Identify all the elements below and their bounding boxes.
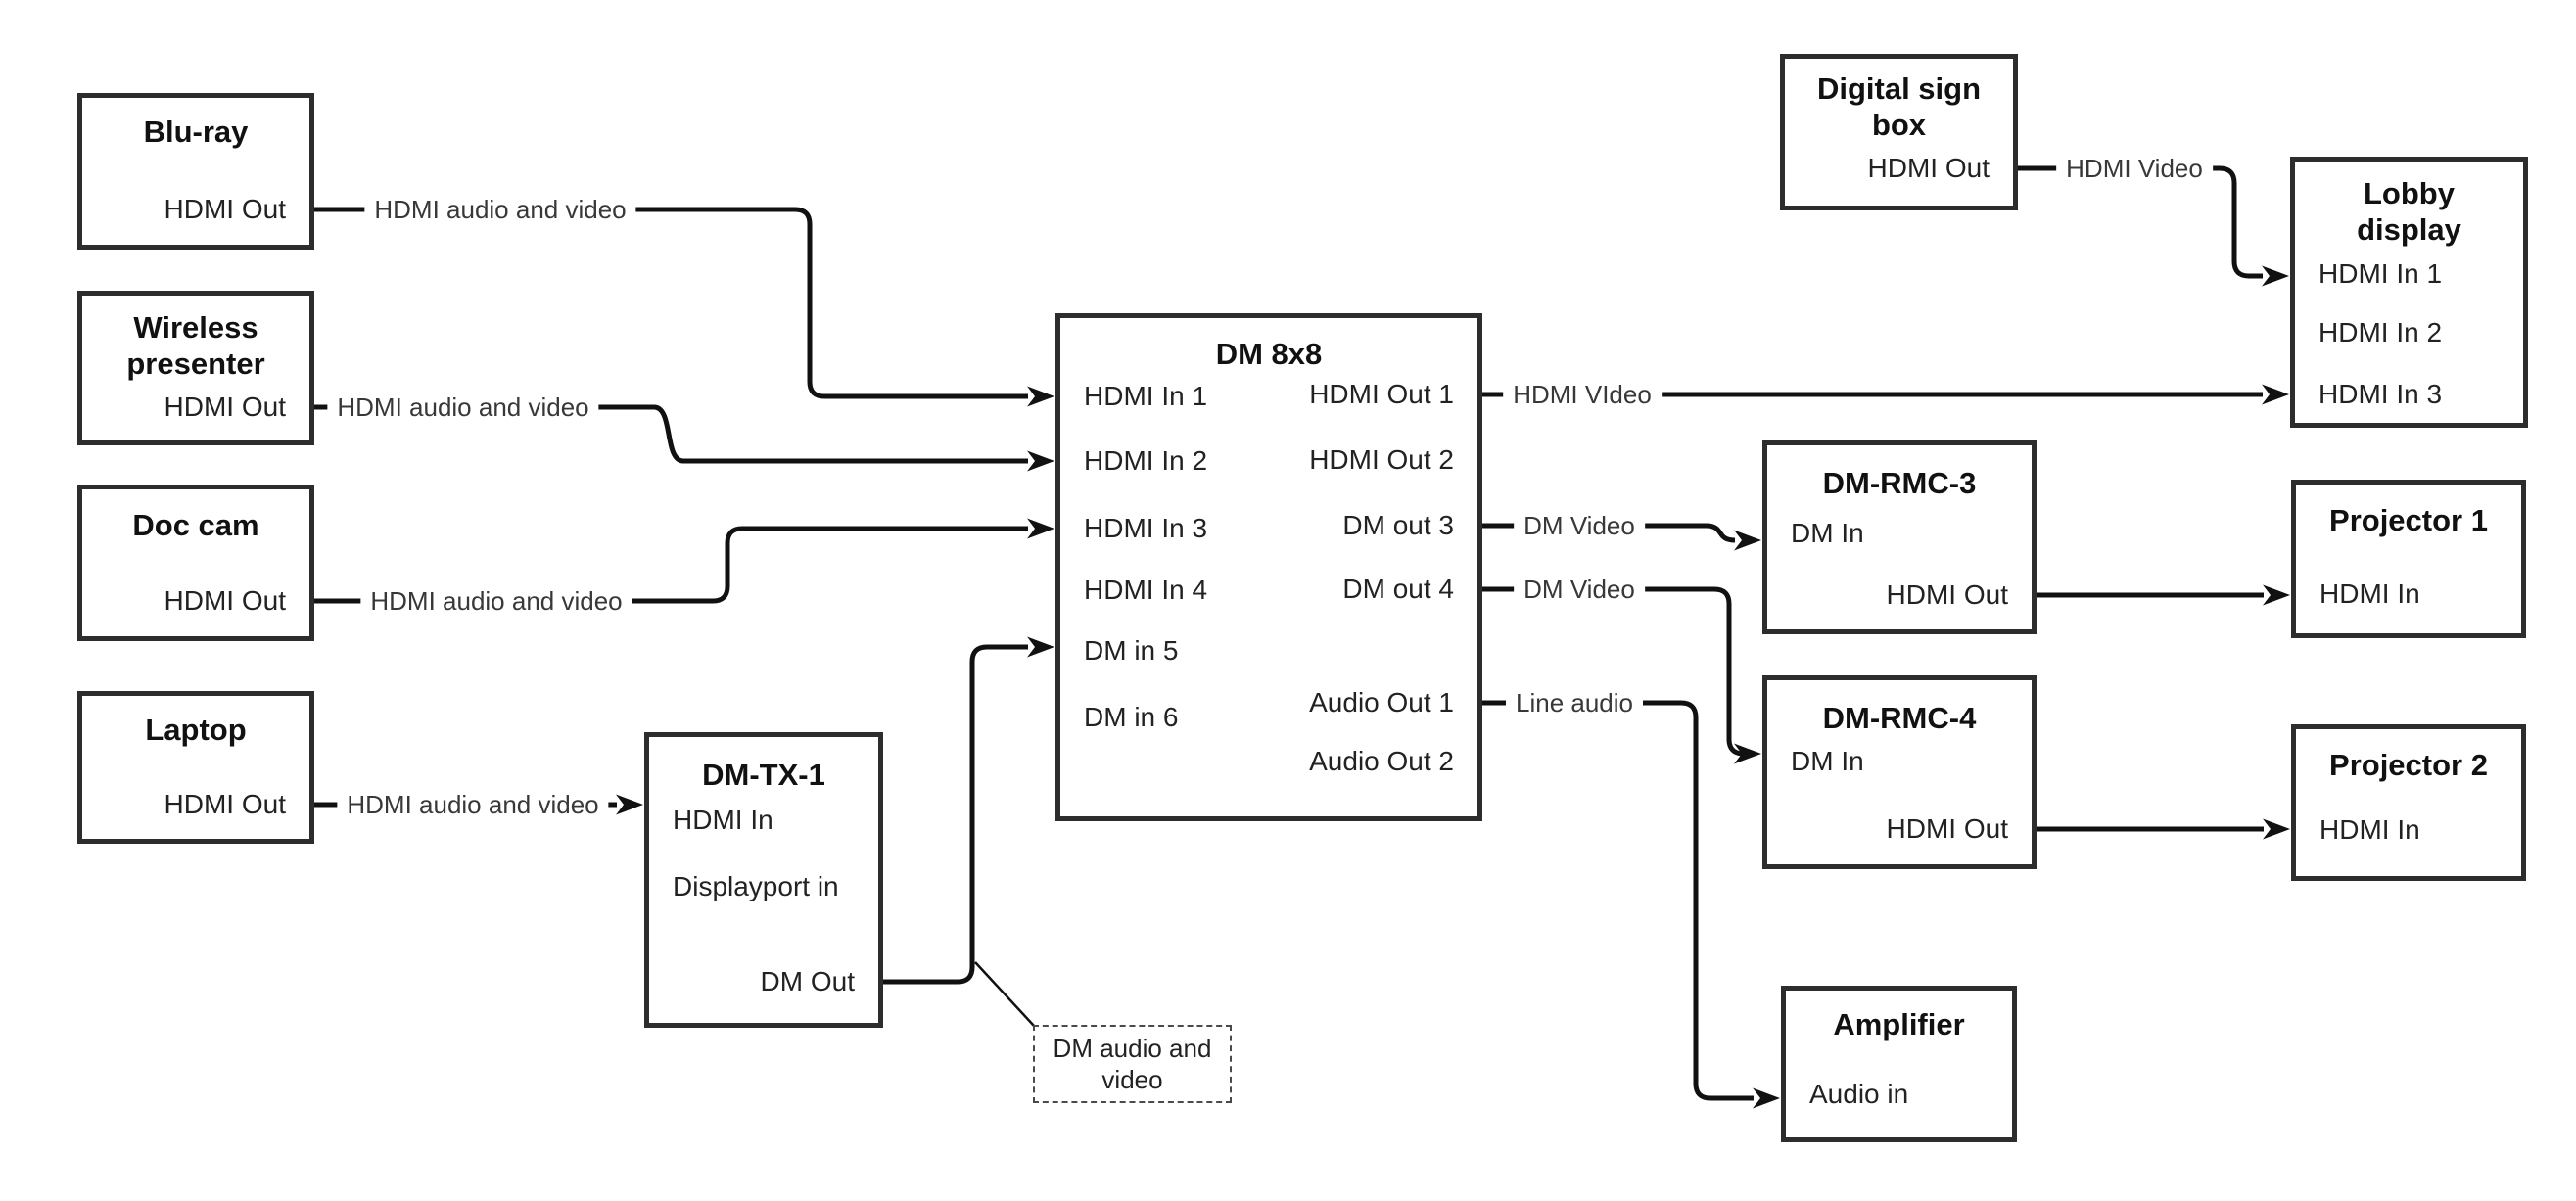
- node-title-projector-1: Projector 1: [2329, 503, 2488, 537]
- wire-doc-cam.hdmi-out-to-dm-8x8.hdmi-in-3: [314, 526, 1028, 604]
- node-title-lobby-display: Lobby display: [2357, 176, 2461, 247]
- wire-blu-ray.hdmi-out-to-dm-8x8.hdmi-in-1: [314, 207, 1028, 399]
- port-lobby-display-hdmi-in-1: HDMI In 1: [2318, 258, 2443, 289]
- port-digital-sign-box-hdmi-out: HDMI Out: [1867, 153, 1990, 183]
- port-projector-2-hdmi-in: HDMI In: [2319, 814, 2420, 845]
- callout-leader-line: [974, 961, 1035, 1027]
- port-dm-8x8-hdmi-in-2: HDMI In 2: [1084, 445, 1208, 476]
- arrowhead-projector-1.hdmi-in: [2263, 584, 2290, 606]
- arrowhead-dm-rmc-3.dm-in: [1734, 530, 1761, 551]
- arrowhead-dm-8x8.hdmi-in-3: [1027, 518, 1054, 539]
- port-dm-rmc-4-hdmi-out: HDMI Out: [1886, 813, 2008, 844]
- wire-label-digital-sign-box.hdmi-out: HDMI Video: [2056, 152, 2213, 185]
- wire-wireless-presenter.hdmi-out-to-dm-8x8.hdmi-in-2: [314, 404, 1028, 464]
- port-dm-tx-1-displayport-in: Displayport in: [673, 871, 839, 901]
- arrowhead-dm-8x8.dm-in-5: [1027, 636, 1054, 658]
- port-laptop-hdmi-out: HDMI Out: [164, 789, 286, 819]
- wire-dm-8x8.audio-out-1-to-amplifier.audio-in: [1482, 700, 1754, 1101]
- arrowhead-dm-tx-1.hdmi-in: [616, 794, 643, 815]
- port-dm-rmc-3-dm-in: DM In: [1791, 518, 1864, 548]
- port-blu-ray-hdmi-out: HDMI Out: [164, 194, 286, 224]
- node-title-digital-sign-box: Digital sign box: [1816, 71, 1982, 142]
- port-dm-8x8-dm-in-6: DM in 6: [1084, 702, 1179, 732]
- port-dm-8x8-dm-in-5: DM in 5: [1084, 635, 1179, 666]
- port-dm-8x8-hdmi-in-1: HDMI In 1: [1084, 381, 1208, 411]
- port-dm-tx-1-hdmi-in: HDMI In: [673, 805, 773, 835]
- wire-label-blu-ray.hdmi-out: HDMI audio and video: [364, 193, 636, 226]
- port-projector-1-hdmi-in: HDMI In: [2319, 578, 2420, 609]
- wire-label-dm-8x8.dm-out-4: DM Video: [1514, 573, 1645, 606]
- node-title-projector-2: Projector 2: [2329, 748, 2488, 782]
- wire-label-dm-8x8.audio-out-1: Line audio: [1506, 686, 1643, 719]
- port-dm-8x8-dm-out-3: DM out 3: [1342, 510, 1454, 540]
- node-title-blu-ray: Blu-ray: [143, 115, 249, 149]
- wire-label-wireless-presenter.hdmi-out: HDMI audio and video: [327, 391, 599, 424]
- wire-dm-tx-1.dm-out-to-dm-8x8.dm-in-5: [883, 644, 1028, 985]
- port-dm-8x8-hdmi-out-1: HDMI Out 1: [1309, 379, 1454, 409]
- node-title-dm-tx-1: DM-TX-1: [702, 758, 825, 792]
- arrowhead-lobby-display.hdmi-in-1: [2262, 265, 2289, 287]
- node-title-laptop: Laptop: [145, 713, 247, 747]
- node-title-doc-cam: Doc cam: [132, 508, 259, 542]
- arrowhead-dm-8x8.hdmi-in-1: [1027, 386, 1054, 407]
- port-lobby-display-hdmi-in-2: HDMI In 2: [2318, 317, 2443, 347]
- node-title-dm-rmc-4: DM-RMC-4: [1822, 701, 1977, 735]
- port-lobby-display-hdmi-in-3: HDMI In 3: [2318, 379, 2443, 409]
- node-projector-2: Projector 2 HDMI In: [2291, 724, 2526, 881]
- node-title-dm-8x8: DM 8x8: [1215, 337, 1323, 371]
- wire-label-dm-8x8.dm-out-3: DM Video: [1514, 509, 1645, 542]
- port-amplifier-audio-in: Audio in: [1809, 1079, 1909, 1109]
- arrowhead-dm-8x8.hdmi-in-2: [1027, 450, 1054, 472]
- node-projector-1: Projector 1 HDMI In: [2291, 480, 2526, 638]
- callout-note-text: DM audio and video: [1053, 1034, 1212, 1094]
- port-doc-cam-hdmi-out: HDMI Out: [164, 585, 286, 616]
- wire-label-doc-cam.hdmi-out: HDMI audio and video: [360, 584, 632, 618]
- port-dm-rmc-3-hdmi-out: HDMI Out: [1886, 579, 2008, 610]
- wire-dm-8x8.dm-out-4-to-dm-rmc-4.dm-in: [1482, 586, 1745, 757]
- arrowhead-lobby-display.hdmi-in-3: [2262, 384, 2289, 405]
- node-dm-rmc-4: DM-RMC-4 DM In HDMI Out: [1762, 675, 2037, 869]
- wire-digital-sign-box.hdmi-out-to-lobby-display.hdmi-in-1: [2018, 165, 2263, 279]
- node-title-amplifier: Amplifier: [1833, 1007, 1965, 1041]
- port-dm-8x8-audio-out-2: Audio Out 2: [1309, 746, 1454, 776]
- arrowhead-projector-2.hdmi-in: [2263, 818, 2290, 840]
- port-dm-8x8-hdmi-in-4: HDMI In 4: [1084, 575, 1208, 605]
- port-dm-8x8-audio-out-1: Audio Out 1: [1309, 687, 1454, 717]
- wire-label-dm-8x8.hdmi-out-1: HDMI VIdeo: [1503, 378, 1662, 411]
- port-dm-rmc-4-dm-in: DM In: [1791, 746, 1864, 776]
- port-dm-8x8-dm-out-4: DM out 4: [1342, 574, 1454, 604]
- wire-label-laptop.hdmi-out: HDMI audio and video: [337, 788, 609, 821]
- arrowhead-amplifier.audio-in: [1753, 1087, 1780, 1109]
- port-dm-tx-1-dm-out: DM Out: [760, 966, 855, 996]
- node-title-dm-rmc-3: DM-RMC-3: [1822, 466, 1977, 500]
- arrowhead-dm-rmc-4.dm-in: [1734, 743, 1761, 764]
- callout-note-dm-audio-video: DM audio and video: [1033, 1025, 1232, 1103]
- node-title-wireless-presenter: Wireless presenter: [126, 310, 265, 381]
- wire-dm-8x8.dm-out-3-to-dm-rmc-3.dm-in: [1482, 523, 1736, 543]
- node-dm-rmc-3: DM-RMC-3 DM In HDMI Out: [1762, 440, 2037, 634]
- port-wireless-presenter-hdmi-out: HDMI Out: [164, 392, 286, 422]
- port-dm-8x8-hdmi-in-3: HDMI In 3: [1084, 513, 1208, 543]
- port-dm-8x8-hdmi-out-2: HDMI Out 2: [1309, 444, 1454, 475]
